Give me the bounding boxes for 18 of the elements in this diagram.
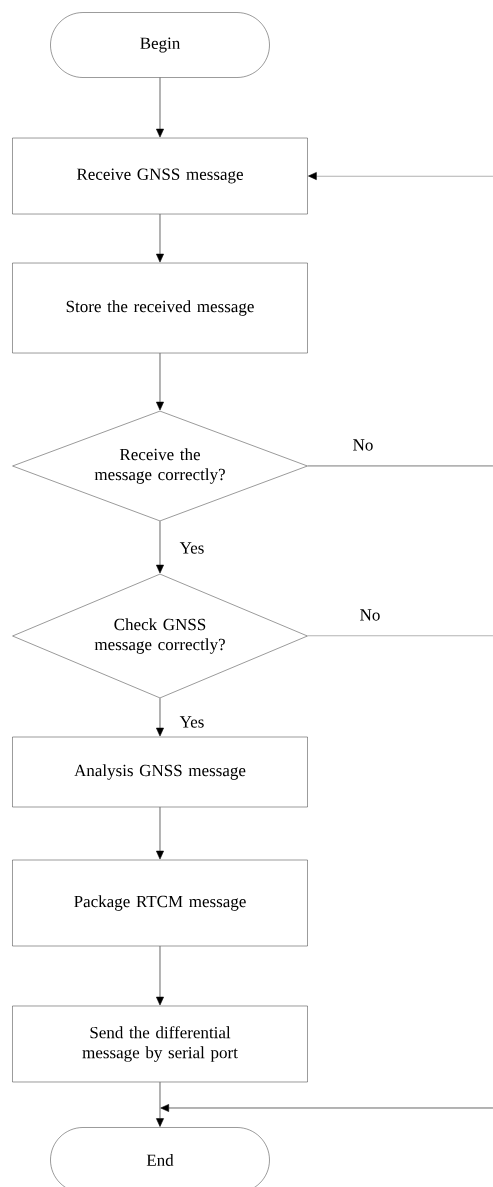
arrow [156,520,164,574]
edge-label: No [353,439,373,451]
edge-label: Yes [179,542,204,554]
arrow [156,1081,164,1127]
arrow [156,697,164,737]
edge-label: No [360,609,380,621]
arrow [156,806,164,860]
process-box: Analysis GNSS message [12,736,308,808]
arrow [156,352,164,411]
arrow [156,945,164,1006]
process-box: Package RTCM message [12,859,308,947]
arrow [160,1104,493,1112]
arrow [156,77,164,138]
process-box: Receive GNSS message [12,137,308,215]
process-box: Send the differential message by serial port [12,1005,308,1083]
arrow [156,213,164,263]
process-box: Store the received message [12,262,308,354]
edge-label: Yes [179,716,204,728]
